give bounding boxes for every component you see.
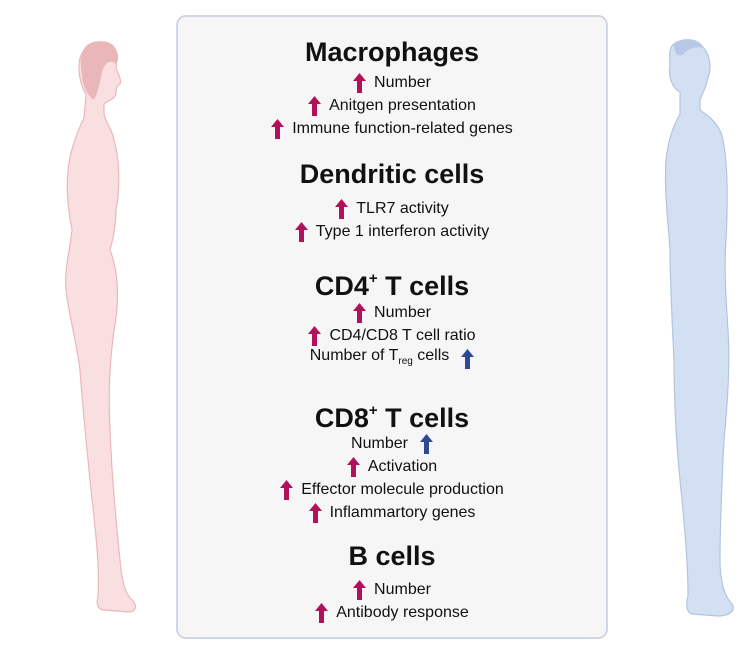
list-item: CD4/CD8 T cell ratio: [178, 325, 606, 347]
list-item: TLR7 activity: [178, 198, 606, 220]
up-arrow-decrease-icon: [419, 434, 433, 454]
list-item: Anitgen presentation: [178, 95, 606, 117]
title-superscript: +: [368, 270, 378, 287]
up-arrow-increase-icon: [308, 96, 322, 116]
section-title-cd8-t-cells: CD8+ T cells: [178, 397, 606, 434]
item-label: Number: [374, 74, 431, 91]
list-item: Antibody response: [178, 602, 606, 624]
item-label: Number of Treg cells: [310, 345, 450, 373]
list-item: Number: [178, 72, 606, 94]
title-rest: T cells: [377, 403, 470, 433]
list-item: Type 1 interferon activity: [178, 221, 606, 243]
section-title-b-cells: B cells: [348, 541, 436, 571]
label-rest: cells: [412, 346, 450, 364]
label-main: Number of T: [309, 346, 399, 364]
item-label: Inflammartory genes: [329, 504, 476, 521]
male-figure-illustration: [664, 39, 734, 617]
up-arrow-increase-icon: [335, 199, 349, 219]
item-label: Antibody response: [336, 604, 469, 621]
item-label: CD4/CD8 T cell ratio: [329, 327, 476, 344]
item-label: Number: [351, 435, 408, 452]
item-label: Number: [374, 581, 431, 598]
title-main: CD8: [314, 403, 369, 433]
item-label: Activation: [367, 458, 438, 475]
item-label: Number: [374, 304, 431, 321]
section-title-cd4-t-cells: CD4+ T cells: [178, 265, 606, 302]
list-item: Effector molecule production: [178, 479, 606, 501]
up-arrow-increase-icon: [280, 480, 294, 500]
section-title-macrophages: Macrophages: [304, 37, 480, 67]
up-arrow-increase-icon: [271, 119, 285, 139]
list-item: Number: [178, 579, 606, 601]
title-rest: T cells: [377, 271, 470, 301]
item-label: Effector molecule production: [301, 481, 504, 498]
title-superscript: +: [368, 402, 378, 419]
up-arrow-increase-icon: [353, 580, 367, 600]
up-arrow-decrease-icon: [461, 349, 475, 369]
up-arrow-increase-icon: [346, 457, 360, 477]
female-figure-illustration: [65, 41, 137, 613]
item-label: Immune function-related genes: [292, 120, 513, 137]
list-item: Number: [178, 433, 606, 455]
list-item: Inflammartory genes: [178, 502, 606, 524]
item-label: Anitgen presentation: [329, 97, 476, 114]
up-arrow-increase-icon: [308, 503, 322, 523]
item-label: Type 1 interferon activity: [315, 223, 490, 240]
label-subscript: reg: [398, 356, 413, 368]
item-label: TLR7 activity: [356, 200, 449, 217]
up-arrow-increase-icon: [294, 222, 308, 242]
up-arrow-increase-icon: [353, 303, 367, 323]
list-item: Number of Treg cells: [178, 345, 606, 373]
list-item: Number: [178, 302, 606, 324]
list-item: Activation: [178, 456, 606, 478]
up-arrow-increase-icon: [308, 326, 322, 346]
list-item: Immune function-related genes: [178, 118, 606, 140]
up-arrow-increase-icon: [353, 73, 367, 93]
section-title-dendritic-cells: Dendritic cells: [299, 159, 485, 189]
up-arrow-increase-icon: [315, 603, 329, 623]
title-main: CD4: [314, 271, 369, 301]
